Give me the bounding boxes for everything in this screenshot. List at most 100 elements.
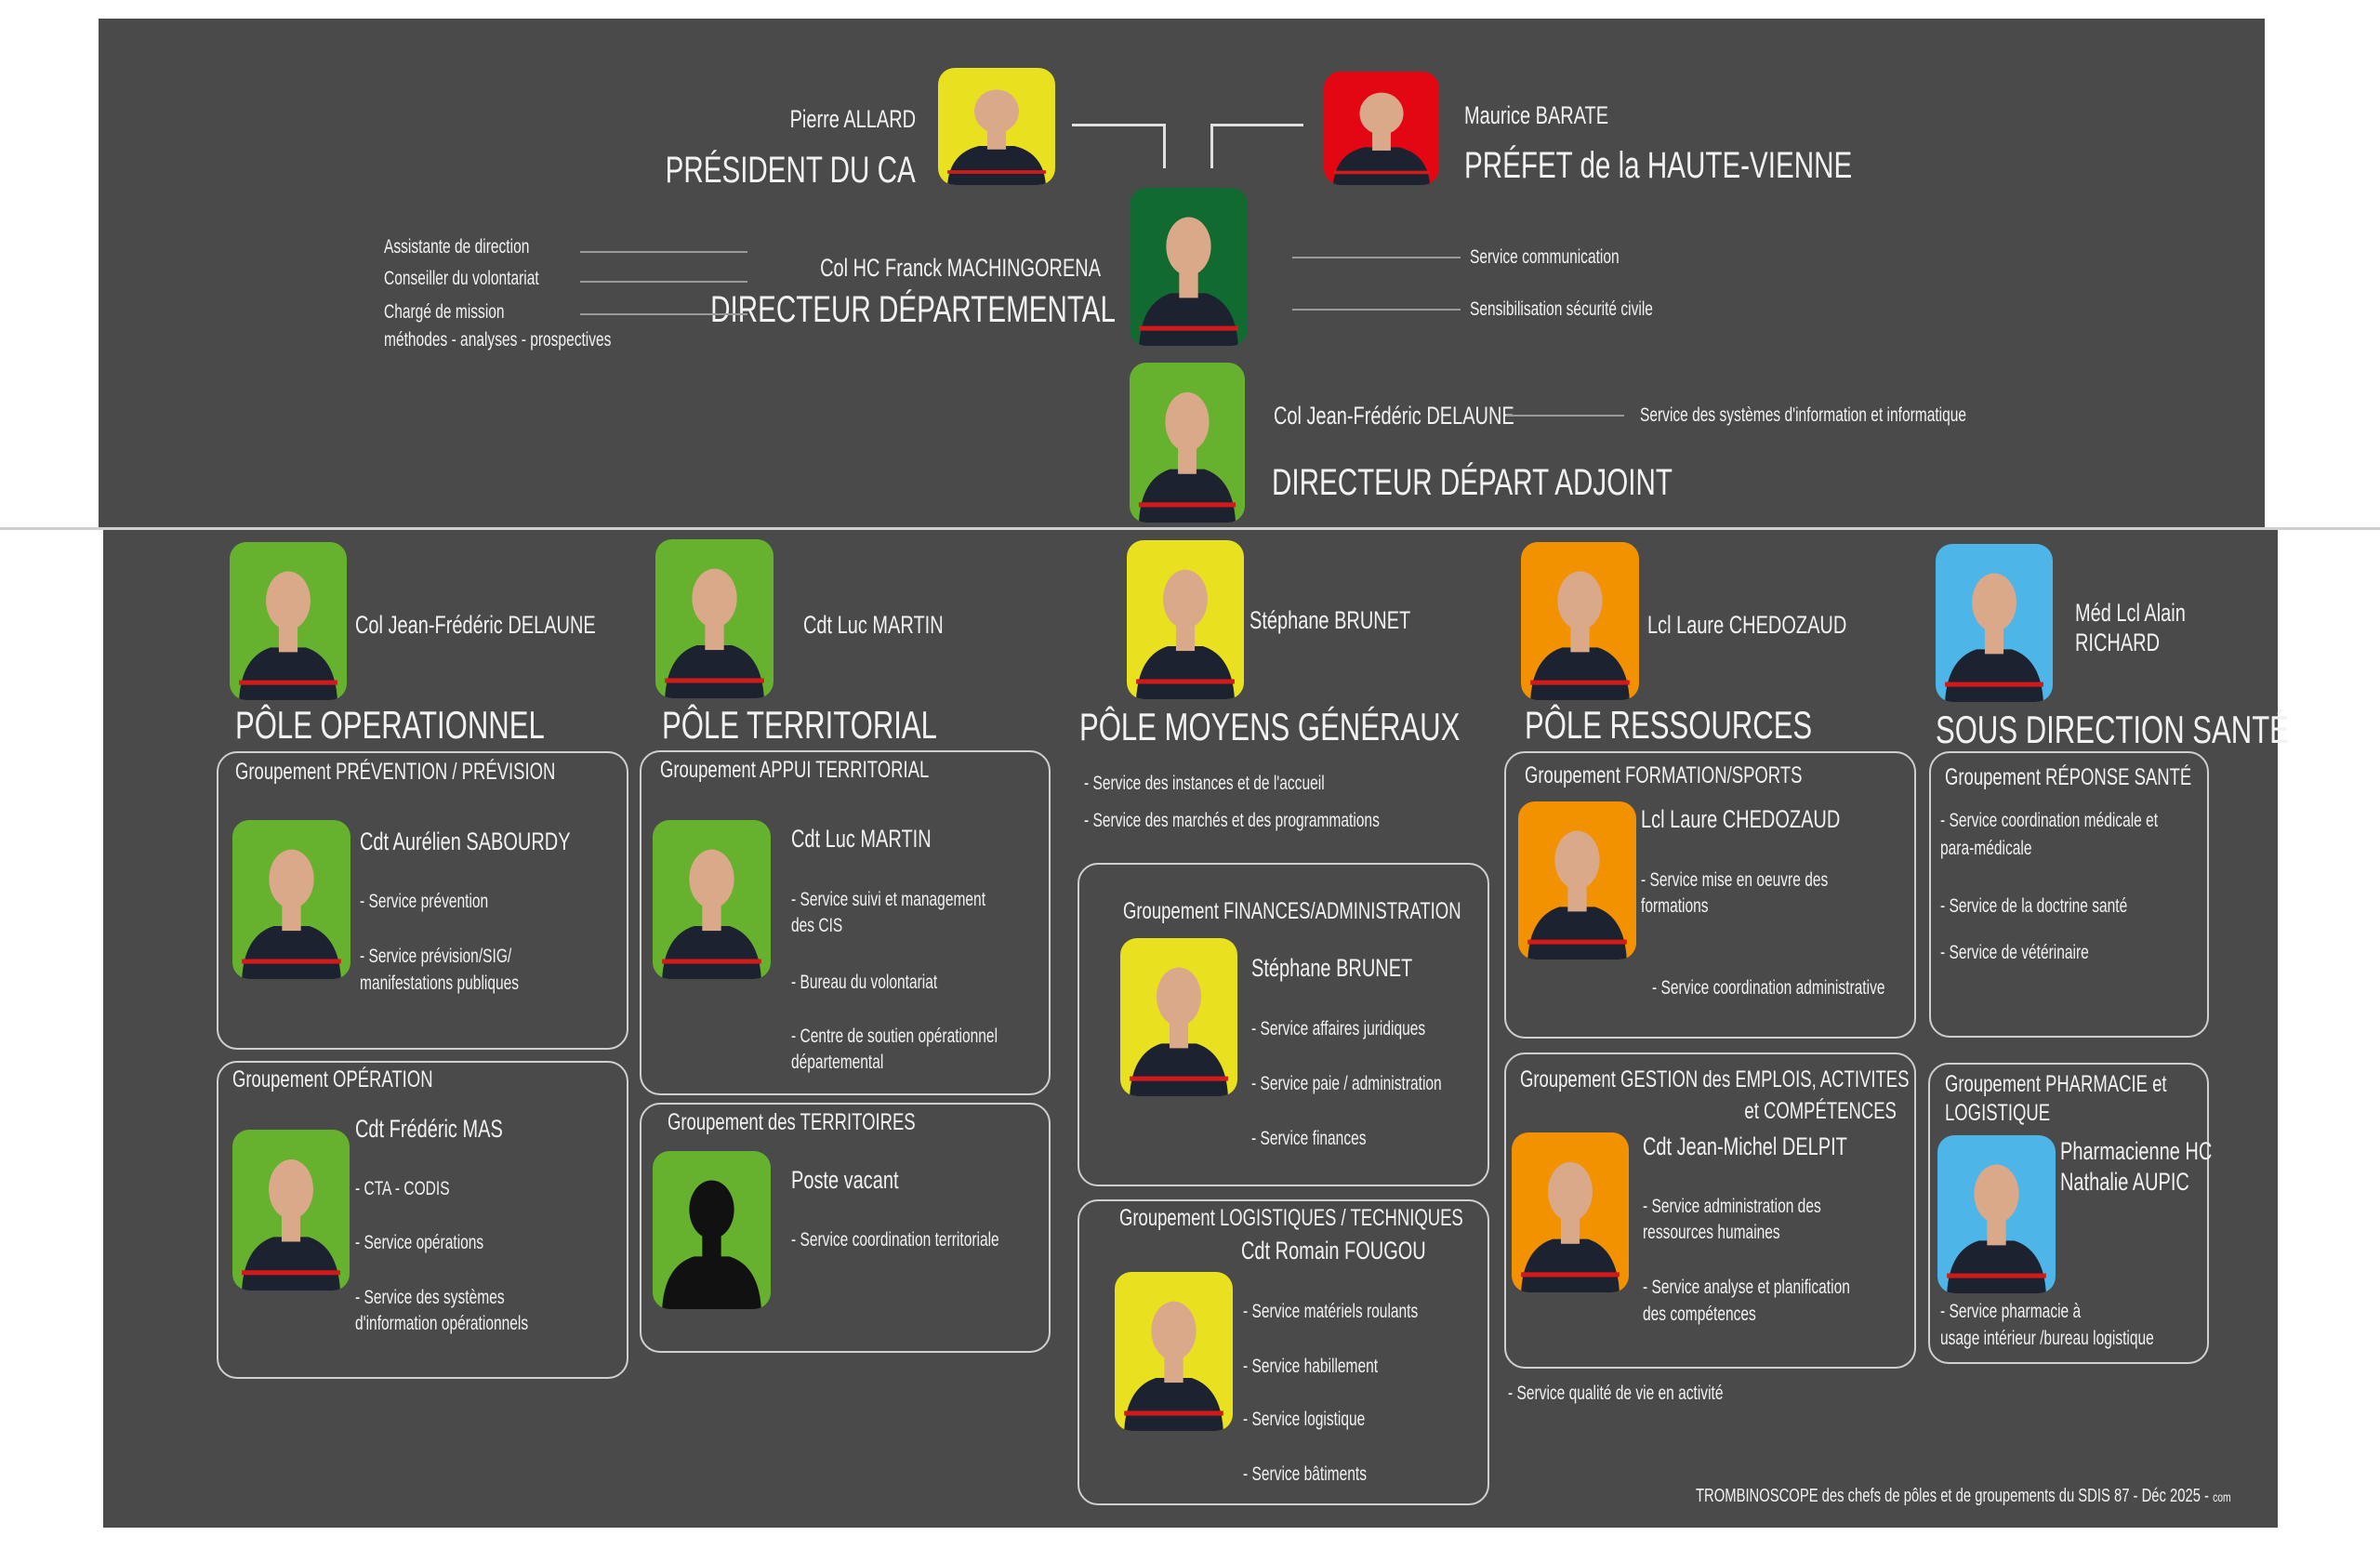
connector: [1072, 124, 1165, 126]
photo-adjoint: [1130, 363, 1245, 523]
pole-head: Méd Lcl Alain: [2075, 599, 2186, 627]
service: - Service qualité de vie en activité: [1508, 1383, 1724, 1404]
pole-title: PÔLE RESSOURCES: [1525, 703, 1813, 747]
person-portrait-icon: [1139, 217, 1238, 346]
person-portrait-icon: [662, 849, 761, 979]
photo-group-head: [1518, 801, 1636, 960]
service: - Service logistique: [1243, 1409, 1366, 1430]
service: - Service des systèmes: [355, 1287, 505, 1308]
service: - Service mise en oeuvre des: [1641, 869, 1829, 891]
directeur-title: DIRECTEUR DÉPARTEMENTAL: [710, 289, 1116, 330]
group-title: Groupement FORMATION/SPORTS: [1525, 762, 1803, 788]
adjoint-service: Service des systèmes d'information et in…: [1640, 404, 1967, 426]
photo-president: [938, 68, 1055, 185]
connector: [1506, 415, 1624, 417]
pole-title: SOUS DIRECTION SANTÉ: [1936, 708, 2289, 751]
service: - Service finances: [1251, 1128, 1367, 1149]
service: d'information opérationnels: [355, 1313, 529, 1334]
group-title: Groupement PRÉVENTION / PRÉVISION: [235, 759, 556, 785]
person-portrait-icon: [662, 1180, 761, 1309]
group-head: Cdt Jean-Michel DELPIT: [1643, 1132, 1847, 1160]
service: des compétences: [1643, 1304, 1756, 1325]
group-box: [1078, 863, 1489, 1186]
service: - Bureau du volontariat: [791, 972, 938, 993]
pole-head: Col Jean-Frédéric DELAUNE: [355, 611, 596, 639]
service: - Service coordination médicale et: [1940, 810, 2159, 831]
photo-pole-ressources: [1521, 542, 1639, 700]
service: - Service bâtiments: [1243, 1463, 1368, 1485]
group-title: Groupement RÉPONSE SANTÉ: [1945, 764, 2192, 790]
staff-service: Chargé de mission: [384, 301, 505, 323]
service: - Service coordination administrative: [1652, 977, 1885, 999]
group-box: [217, 1061, 628, 1379]
service: des CIS: [791, 915, 843, 936]
photo-group-head: [1120, 938, 1237, 1096]
service: - Service analyse et planification: [1643, 1277, 1850, 1298]
group-box: [1928, 1063, 2209, 1364]
service: - Service opérations: [355, 1232, 484, 1253]
photo-group-head: [653, 820, 771, 979]
group-head: Cdt Romain FOUGOU: [1241, 1237, 1426, 1264]
service: formations: [1641, 895, 1709, 917]
connector: [580, 251, 747, 253]
person-portrait-icon: [1332, 92, 1431, 185]
group-head: Cdt Frédéric MAS: [355, 1115, 503, 1143]
service: départemental: [791, 1052, 884, 1073]
prefet-name: Maurice BARATE: [1464, 101, 1609, 129]
person-portrait-icon: [242, 849, 341, 979]
person-portrait-icon: [1527, 830, 1627, 960]
group-head: Poste vacant: [791, 1166, 899, 1194]
staff-service: Assistante de direction: [384, 236, 530, 258]
person-portrait-icon: [1521, 1161, 1620, 1292]
connector: [580, 313, 747, 315]
person-portrait-icon: [242, 1159, 340, 1291]
photo-vacant: [653, 1151, 771, 1309]
service: - Service des instances et de l'accueil: [1084, 773, 1325, 794]
service: - Service matériels roulants: [1243, 1301, 1419, 1322]
group-head: Pharmacienne HC: [2060, 1137, 2213, 1165]
group-title: Groupement LOGISTIQUES / TECHNIQUES: [1119, 1205, 1463, 1231]
group-box: [640, 750, 1051, 1095]
group-head-cont: Nathalie AUPIC: [2060, 1168, 2189, 1196]
connector: [1163, 124, 1166, 168]
president-name: Pierre ALLARD: [789, 105, 916, 133]
group-head: Stéphane BRUNET: [1251, 954, 1413, 982]
person-portrait-icon: [947, 89, 1046, 185]
photo-group-head: [1512, 1132, 1629, 1292]
connector: [1292, 257, 1461, 258]
pole-head: Cdt Luc MARTIN: [803, 611, 944, 639]
group-title: Groupement APPUI TERRITORIAL: [660, 757, 930, 783]
service: - Centre de soutien opérationnel: [791, 1026, 998, 1047]
service: - Service administration des: [1643, 1196, 1821, 1217]
service: usage intérieur /bureau logistique: [1940, 1328, 2154, 1349]
service: - Service paie / administration: [1251, 1073, 1442, 1094]
connector: [1210, 124, 1303, 126]
group-title-cont: LOGISTIQUE: [1945, 1100, 2051, 1126]
group-title-cont: et COMPÉTENCES: [1744, 1098, 1897, 1124]
service: - Service de la doctrine santé: [1940, 895, 2128, 917]
service: ressources humaines: [1643, 1222, 1780, 1243]
footer-suffix: com: [2213, 1489, 2231, 1504]
adjoint-name: Col Jean-Frédéric DELAUNE: [1274, 402, 1514, 430]
person-portrait-icon: [1945, 573, 2043, 702]
photo-group-head: [1115, 1272, 1233, 1431]
person-portrait-icon: [1136, 569, 1235, 699]
pole-title: PÔLE TERRITORIAL: [662, 703, 937, 747]
service: - Service des marchés et des programmati…: [1084, 810, 1380, 831]
photo-pole-moyens: [1127, 540, 1244, 699]
person-portrait-icon: [1530, 571, 1630, 700]
president-title: PRÉSIDENT DU CA: [665, 150, 916, 191]
group-title: Groupement OPÉRATION: [232, 1066, 433, 1092]
service: - Service pharmacie à: [1940, 1301, 2082, 1322]
service: - Service habillement: [1243, 1356, 1379, 1377]
group-title: Groupement PHARMACIE et: [1945, 1071, 2167, 1097]
group-box: [1504, 1053, 1916, 1369]
group-box: [217, 751, 628, 1050]
photo-group-head: [232, 820, 350, 979]
connector: [580, 281, 747, 283]
staff-service: méthodes - analyses - prospectives: [384, 329, 612, 351]
prefet-title: PRÉFET de la HAUTE-VIENNE: [1464, 145, 1853, 186]
directeur-name: Col HC Franck MACHINGORENA: [820, 254, 1101, 282]
staff-service: Service communication: [1470, 246, 1620, 268]
person-portrait-icon: [1947, 1164, 2046, 1293]
